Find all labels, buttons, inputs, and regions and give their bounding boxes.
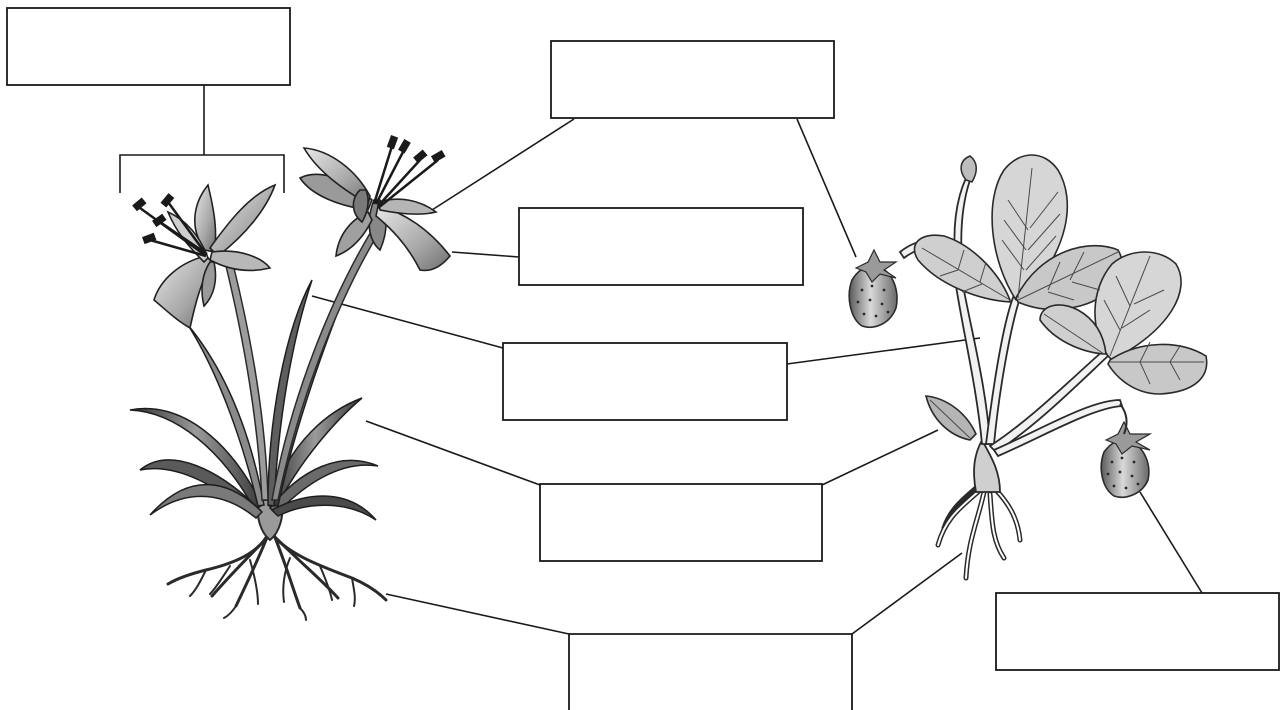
label-box-leaf[interactable] xyxy=(540,484,822,561)
leader-leaf-lily xyxy=(366,421,540,485)
bracket-lily-flower xyxy=(120,155,284,193)
leader-leaf-strawberry xyxy=(822,430,938,485)
label-box-fruit[interactable] xyxy=(996,593,1279,670)
leader-stem-strawberry xyxy=(787,338,980,364)
leader-root-lily xyxy=(386,594,569,634)
leader-top-center-to-strawberry xyxy=(797,119,856,257)
leader-fruit xyxy=(1140,492,1202,593)
label-box-flower[interactable] xyxy=(519,208,803,285)
label-box-root[interactable] xyxy=(569,634,852,710)
label-box-stem[interactable] xyxy=(503,343,787,420)
lily-plant-icon xyxy=(130,137,450,620)
leader-top-center-to-lily xyxy=(432,119,574,210)
lily-flower-right xyxy=(300,148,450,270)
label-boxes xyxy=(7,8,1279,710)
leader-flower xyxy=(452,252,519,257)
strawberry-bud xyxy=(961,156,976,182)
leader-root-strawberry xyxy=(852,553,962,634)
strawberry-fruit-right xyxy=(1101,422,1150,497)
lily-stamens-right xyxy=(374,137,444,208)
strawberry-fruit-left xyxy=(849,250,897,327)
label-box-top-left[interactable] xyxy=(7,8,290,85)
label-box-top-center[interactable] xyxy=(551,41,834,118)
lily-roots xyxy=(168,530,386,620)
strawberry-roots xyxy=(938,488,1020,578)
